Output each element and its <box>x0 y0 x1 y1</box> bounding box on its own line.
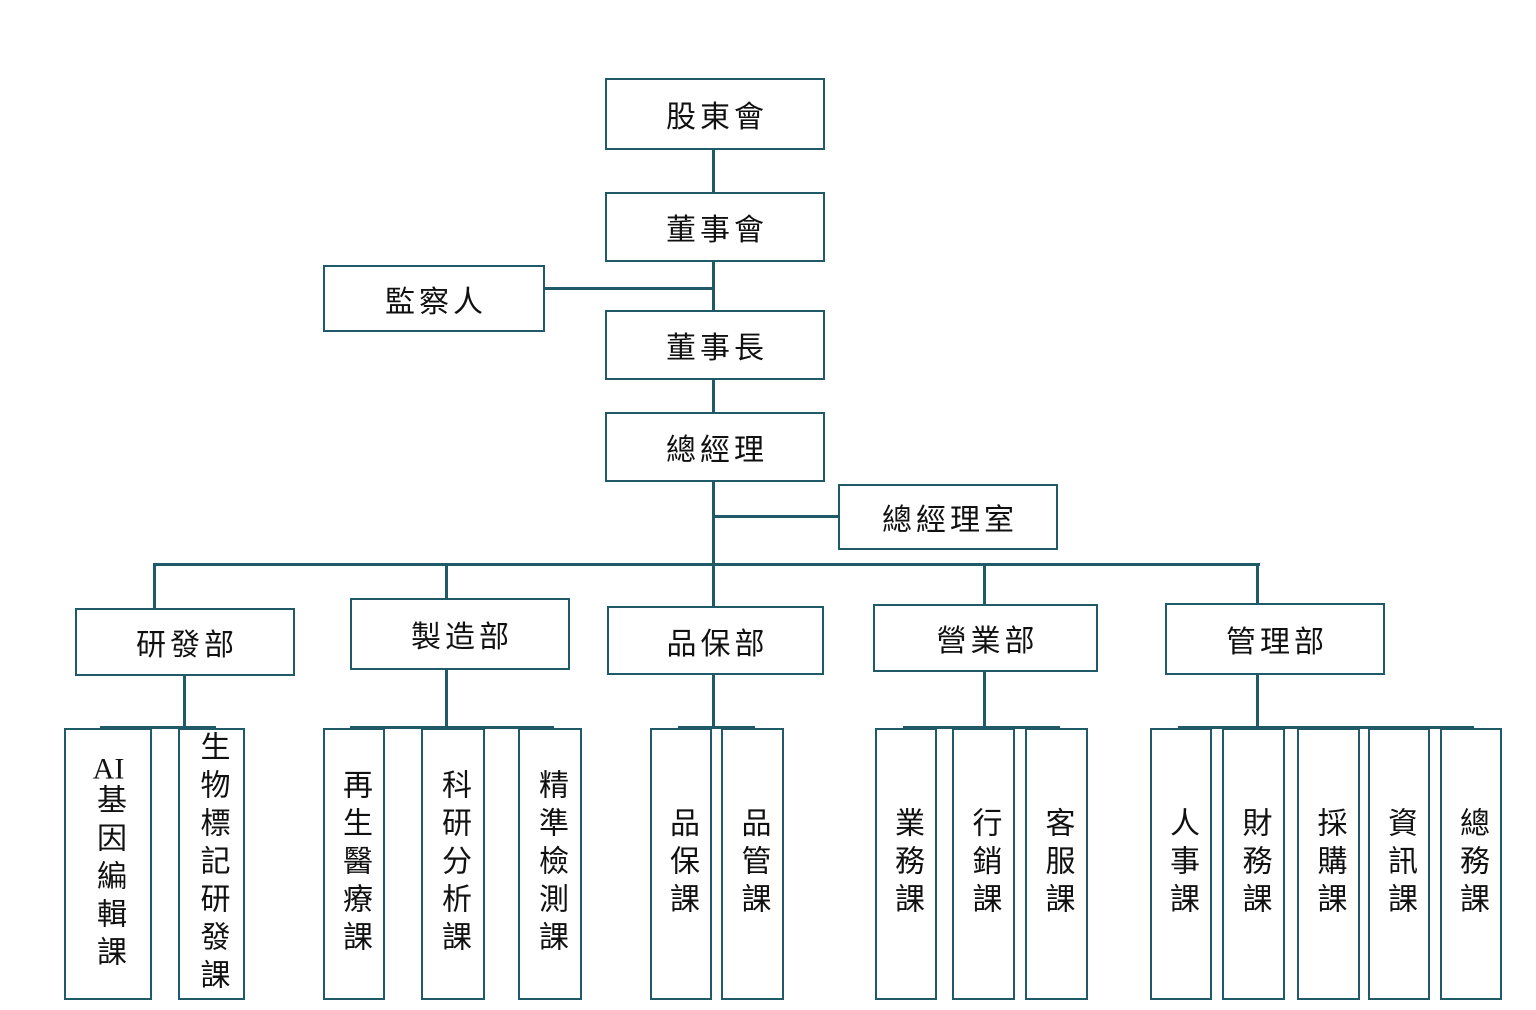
node-section-admin-1: 財務課 <box>1222 728 1285 1000</box>
node-section-mfg-2: 精準檢測課 <box>518 728 582 1000</box>
connector-line <box>1256 675 1259 728</box>
connector-line <box>153 563 1260 566</box>
node-shareholders: 股東會 <box>605 78 825 150</box>
section-label: 資訊課 <box>1383 807 1416 921</box>
node-label: 營業部 <box>936 625 1039 658</box>
node-section-rd-0: AI基因編輯課 <box>64 728 152 1000</box>
connector-line <box>678 726 755 729</box>
connector-line <box>983 563 986 606</box>
connector-line <box>712 482 715 608</box>
connector-line <box>350 726 554 729</box>
connector-line <box>712 380 715 414</box>
node-section-sales-1: 行銷課 <box>952 728 1015 1000</box>
node-section-mfg-1: 科研分析課 <box>421 728 485 1000</box>
section-label: 財務課 <box>1237 807 1271 921</box>
connector-line <box>544 287 714 290</box>
node-general-manager: 總經理 <box>605 412 825 482</box>
node-dept-qa: 品保部 <box>607 606 824 675</box>
section-label: 品保課 <box>665 807 698 921</box>
section-label: 人事課 <box>1165 807 1198 921</box>
connector-line <box>714 515 840 518</box>
node-label: 監察人 <box>385 285 487 319</box>
node-label: 總經理 <box>666 434 768 467</box>
section-label: 總務課 <box>1455 807 1488 921</box>
node-chairman: 董事長 <box>605 310 825 380</box>
node-label: 研發部 <box>136 629 238 662</box>
node-section-qa-0: 品保課 <box>650 728 712 1000</box>
node-dept-mfg: 製造部 <box>350 598 570 670</box>
node-board: 董事會 <box>605 192 825 262</box>
node-section-mfg-0: 再生醫療課 <box>323 728 385 1000</box>
connector-line <box>1256 563 1259 605</box>
node-label: 品保部 <box>666 627 769 661</box>
connector-line <box>100 726 216 729</box>
node-dept-admin: 管理部 <box>1165 603 1385 675</box>
node-section-sales-0: 業務課 <box>875 728 937 1000</box>
section-label: 行銷課 <box>967 807 1001 921</box>
section-label: 科研分析課 <box>437 769 470 959</box>
node-label: 製造部 <box>411 621 513 654</box>
node-supervisor: 監察人 <box>323 265 545 332</box>
section-label: 再生醫療課 <box>338 769 371 959</box>
section-label: 精準檢測課 <box>534 769 567 959</box>
connector-line <box>903 726 1060 729</box>
node-label: 總經理室 <box>882 504 1018 537</box>
connector-line <box>445 563 448 600</box>
node-dept-rd: 研發部 <box>75 608 295 676</box>
connector-line <box>183 676 186 729</box>
node-section-sales-2: 客服課 <box>1025 728 1088 1000</box>
node-section-admin-3: 資訊課 <box>1368 728 1430 1000</box>
node-section-qa-1: 品管課 <box>721 728 784 1000</box>
section-label: 業務課 <box>890 807 923 921</box>
section-label: 採購課 <box>1312 807 1346 921</box>
node-dept-sales: 營業部 <box>873 604 1098 672</box>
section-label: 品管課 <box>736 807 770 921</box>
node-label: 股東會 <box>666 101 768 134</box>
connector-line <box>983 672 986 728</box>
section-label: AI基因編輯課 <box>92 754 125 974</box>
node-gm-office: 總經理室 <box>838 484 1058 550</box>
node-label: 董事長 <box>666 332 768 365</box>
node-section-admin-0: 人事課 <box>1150 728 1212 1000</box>
node-section-admin-2: 採購課 <box>1297 728 1360 1000</box>
connector-line <box>712 150 715 194</box>
node-label: 管理部 <box>1226 626 1328 659</box>
connector-line <box>445 670 448 728</box>
section-label: 生物標記研發課 <box>195 731 229 997</box>
connector-line <box>153 563 156 610</box>
node-label: 董事會 <box>666 214 768 247</box>
connector-line <box>1178 726 1474 729</box>
section-label: 客服課 <box>1040 807 1074 921</box>
node-section-rd-1: 生物標記研發課 <box>178 728 245 1000</box>
connector-line <box>712 675 715 728</box>
node-section-admin-4: 總務課 <box>1440 728 1502 1000</box>
